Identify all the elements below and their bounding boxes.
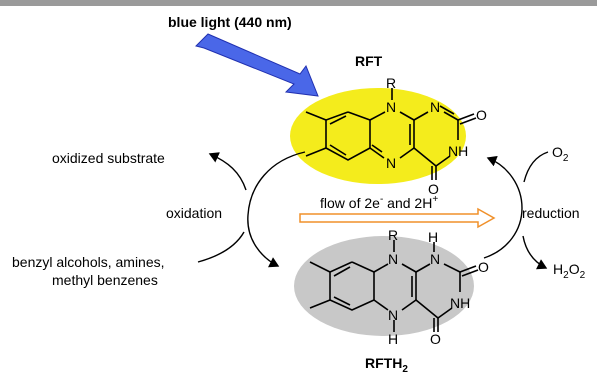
svg-text:O: O <box>428 181 439 197</box>
svg-text:NH: NH <box>448 143 468 159</box>
svg-text:H: H <box>428 229 438 245</box>
rft-title: RFT <box>355 53 383 69</box>
light-arrow <box>195 33 319 97</box>
rfth2-structure <box>309 240 479 332</box>
svg-text:O: O <box>478 259 489 275</box>
svg-text:O: O <box>476 107 487 123</box>
rfth2-atoms: R N H N O NH N H O <box>388 227 489 347</box>
svg-text:N: N <box>430 251 440 267</box>
rft-highlight-ellipse <box>290 88 466 184</box>
o2-entry-curve <box>523 151 549 183</box>
substrate-release-arrow <box>208 152 247 191</box>
rft-structure <box>305 88 477 180</box>
oxidized-substrate-label: oxidized substrate <box>52 150 165 166</box>
svg-text:NH: NH <box>450 295 470 311</box>
light-label: blue light (440 nm) <box>168 14 292 30</box>
flow-label: flow of 2e- and 2H+ <box>320 194 438 211</box>
h2o2-release-arrow <box>522 235 548 270</box>
svg-text:N: N <box>388 251 398 267</box>
substrate-label-line1: benzyl alcohols, amines, <box>12 254 165 270</box>
rft-atoms: R N N N O NH O <box>386 75 487 197</box>
svg-text:N: N <box>388 307 398 323</box>
o2-label: O2 <box>552 144 569 164</box>
flow-arrow <box>299 207 496 229</box>
oxidation-label: oxidation <box>166 205 222 221</box>
substrate-label-line2: methyl benzenes <box>52 272 158 288</box>
rfth2-highlight-ellipse <box>294 236 474 336</box>
rfth2-title: RFTH2 <box>365 355 408 374</box>
top-border-bar <box>0 0 597 6</box>
svg-text:R: R <box>388 227 398 243</box>
svg-text:N: N <box>386 155 396 171</box>
h2o2-label: H2O2 <box>553 261 586 281</box>
svg-text:H: H <box>388 331 398 347</box>
reduction-label: reduction <box>522 205 580 221</box>
reduction-curve-arrow <box>483 155 523 259</box>
substrate-entry-curve <box>197 231 245 263</box>
svg-text:O: O <box>430 331 441 347</box>
svg-text:N: N <box>430 99 440 115</box>
svg-text:R: R <box>386 75 396 91</box>
svg-text:N: N <box>386 99 396 115</box>
oxidation-curve-arrow <box>247 151 306 268</box>
